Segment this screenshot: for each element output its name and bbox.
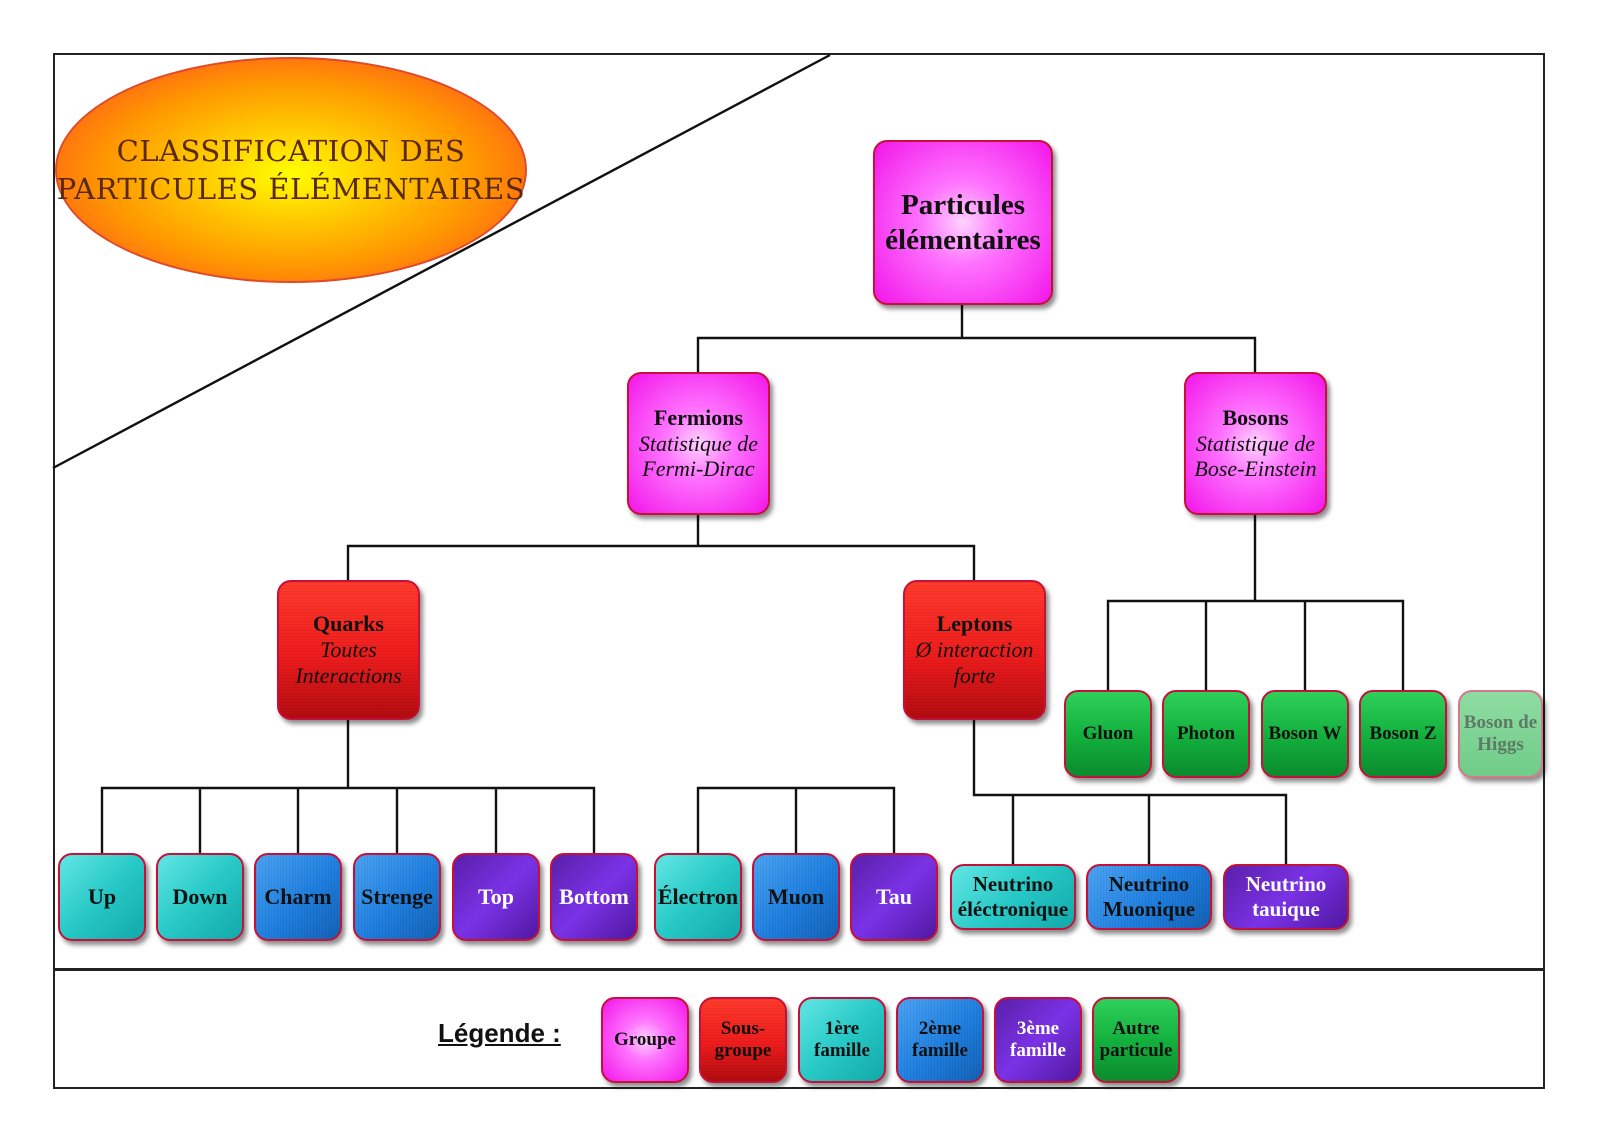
node-bosons-subtitle-2: Bose-Einstein xyxy=(1194,456,1317,482)
node-bosons-subtitle-1: Statistique de xyxy=(1195,430,1316,456)
node-boson-gluon: Gluon xyxy=(1064,690,1152,778)
node-leptons-subtitle-1: Ø interaction xyxy=(915,637,1034,663)
legend-item-famille-3: 3ème famille xyxy=(994,997,1082,1083)
legend-label: Légende : xyxy=(438,1018,561,1048)
node-quark-charm: Charm xyxy=(254,853,342,941)
node-fermions-title: Fermions xyxy=(653,404,744,430)
node-lepton-electron-label: Électron xyxy=(657,884,739,910)
node-quarks-subtitle-1: Toutes xyxy=(320,637,377,663)
node-quark-down-label: Down xyxy=(172,884,228,910)
node-boson-higgs-line-1: Boson de xyxy=(1463,711,1538,733)
legend-item-famille-2: 2ème famille xyxy=(896,997,984,1083)
node-boson-higgs: Boson de Higgs xyxy=(1458,690,1543,778)
node-lepton-muon: Muon xyxy=(752,853,840,941)
legend-item-groupe-line-1: Groupe xyxy=(614,1028,676,1050)
node-quark-top: Top xyxy=(452,853,540,941)
legend-item-autre-line-2: particule xyxy=(1099,1040,1173,1061)
node-lepton-tau: Tau xyxy=(850,853,938,941)
title-line-1: CLASSIFICATION DES xyxy=(116,133,466,168)
node-quark-up-label: Up xyxy=(87,884,117,910)
node-neutrino-muonique: Neutrino Muonique xyxy=(1086,864,1212,930)
legend-item-famille-2-line-1: 2ème xyxy=(918,1017,962,1039)
legend-item-famille-3-line-1: 3ème xyxy=(1016,1017,1060,1039)
node-quark-down: Down xyxy=(156,853,244,941)
node-neutrino-mu-line-2: Muonique xyxy=(1102,897,1196,921)
node-root-line-2: élémentaires xyxy=(885,223,1041,256)
node-boson-photon: Photon xyxy=(1162,690,1250,778)
node-boson-photon-label: Photon xyxy=(1176,722,1236,744)
legend-item-famille-1-line-1: 1ère xyxy=(824,1017,860,1039)
node-bosons-title: Bosons xyxy=(1222,404,1289,430)
node-fermions-subtitle-1: Statistique de xyxy=(638,430,759,456)
node-fermions: Fermions Statistique de Fermi-Dirac xyxy=(627,372,770,515)
node-quarks-title: Quarks xyxy=(313,611,384,637)
node-neutrino-electronique: Neutrino éléctronique xyxy=(950,864,1076,930)
node-quark-top-label: Top xyxy=(478,884,514,910)
legend-item-autre-line-1: Autre xyxy=(1112,1017,1160,1039)
node-quarks: Quarks Toutes Interactions xyxy=(277,580,420,720)
node-particules-elementaires: Particules élémentaires xyxy=(873,140,1053,305)
node-neutrino-tau-line-1: Neutrino xyxy=(1245,872,1327,897)
legend-item-famille-1: 1ère famille xyxy=(798,997,886,1083)
legend-item-sous-groupe-line-2: groupe xyxy=(714,1040,772,1061)
node-quark-bottom: Bottom xyxy=(550,853,638,941)
node-quark-strenge: Strenge xyxy=(353,853,441,941)
node-quark-bottom-label: Bottom xyxy=(559,884,629,910)
node-neutrino-tau-line-2: tauique xyxy=(1252,897,1320,921)
node-bosons: Bosons Statistique de Bose-Einstein xyxy=(1184,372,1327,515)
node-fermions-subtitle-2: Fermi-Dirac xyxy=(642,456,755,482)
node-lepton-electron: Électron xyxy=(654,853,742,941)
node-lepton-muon-label: Muon xyxy=(767,884,825,910)
legend-item-famille-2-line-2: famille xyxy=(912,1040,968,1061)
node-neutrino-e-line-2: éléctronique xyxy=(957,897,1069,921)
legend-item-sous-groupe: Sous- groupe xyxy=(699,997,787,1083)
legend-item-famille-3-line-2: famille xyxy=(1010,1040,1066,1061)
node-quarks-subtitle-2: Interactions xyxy=(295,662,402,688)
node-neutrino-tauique: Neutrino tauique xyxy=(1223,864,1349,930)
legend-item-groupe: Groupe xyxy=(601,997,689,1083)
node-leptons-title: Leptons xyxy=(936,611,1013,637)
node-quark-strenge-label: Strenge xyxy=(361,884,433,910)
title-ellipse: CLASSIFICATION DES PARTICULES ÉLÉMENTAIR… xyxy=(55,57,527,283)
legend-frame xyxy=(53,969,1545,1089)
legend-item-famille-1-line-2: famille xyxy=(814,1040,870,1061)
title-line-2: PARTICULES ÉLÉMENTAIRES xyxy=(56,172,526,206)
legend-item-sous-groupe-line-1: Sous- xyxy=(720,1017,766,1039)
node-leptons-subtitle-2: forte xyxy=(953,662,996,688)
node-boson-w: Boson W xyxy=(1261,690,1349,778)
node-boson-z-label: Boson Z xyxy=(1369,722,1437,744)
legend-item-autre-particule: Autre particule xyxy=(1092,997,1180,1083)
node-boson-w-label: Boson W xyxy=(1268,722,1342,744)
node-quark-charm-label: Charm xyxy=(264,884,332,910)
node-boson-gluon-label: Gluon xyxy=(1082,722,1134,744)
node-boson-z: Boson Z xyxy=(1359,690,1447,778)
node-leptons: Leptons Ø interaction forte xyxy=(903,580,1046,720)
node-root-line-1: Particules xyxy=(900,189,1025,222)
node-lepton-tau-label: Tau xyxy=(876,884,912,910)
node-quark-up: Up xyxy=(58,853,146,941)
node-neutrino-mu-line-1: Neutrino xyxy=(1108,872,1190,897)
node-neutrino-e-line-1: Neutrino xyxy=(972,872,1054,897)
node-boson-higgs-line-2: Higgs xyxy=(1477,734,1524,755)
